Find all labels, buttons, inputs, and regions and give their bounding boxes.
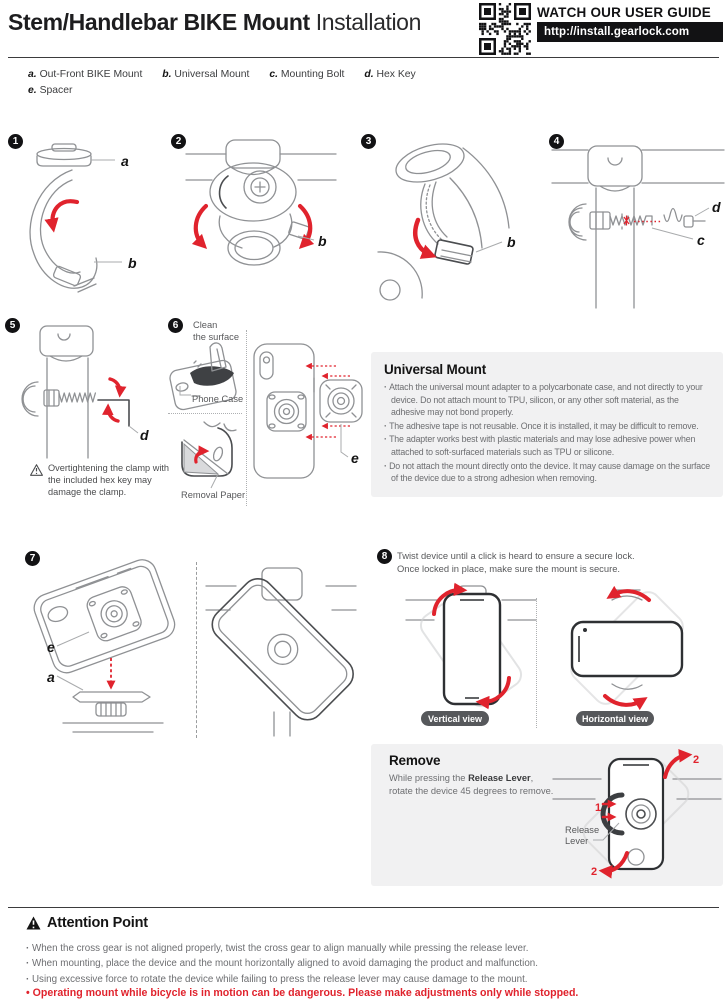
attention-bullets: When the cross gear is not aligned prope… (26, 941, 720, 987)
remove-step-2-number-top: 2 (693, 754, 699, 766)
callout-a: a (121, 153, 129, 169)
release-lever-label-1: Release (565, 825, 599, 835)
parts-legend-line1: a. Out-Front BIKE Mount b. Universal Mou… (28, 67, 508, 83)
parts-legend-line2: e. Spacer (28, 83, 508, 99)
step-8-divider (536, 598, 537, 728)
attention-bullet: When mounting, place the device and the … (26, 956, 720, 971)
attention-bullet: Using excessive force to rotate the devi… (26, 972, 720, 987)
universal-mount-bullets: Attach the universal mount adapter to a … (384, 381, 710, 485)
attention-triangle-icon (26, 916, 41, 930)
step-8-instructions: Twist device until a click is heard to e… (397, 550, 717, 575)
page-title: Stem/Handlebar BIKE Mount Installation (8, 9, 421, 36)
step-3-badge: 3 (361, 134, 376, 149)
attention-heading: Attention Point (26, 915, 148, 931)
qr-code-icon (479, 3, 531, 55)
step-8-badge: 8 (377, 549, 392, 564)
attention-title: Attention Point (47, 915, 148, 931)
callout-b: b (128, 255, 137, 271)
attention-divider (8, 907, 719, 908)
universal-mount-title: Universal Mount (384, 362, 487, 377)
part-a: a. Out-Front BIKE Mount (28, 69, 143, 80)
vertical-view-pill: Vertical view (421, 711, 489, 726)
callout-e: e (47, 639, 55, 655)
step-5-illustration: d (21, 325, 149, 459)
attention-warning: Operating mount while bicycle is in moti… (26, 985, 720, 1000)
step-3-illustration: b (377, 143, 516, 301)
step-5-badge: 5 (5, 318, 20, 333)
um-bullet: Do not attach the mount directly onto th… (384, 460, 710, 485)
step-1-illustration: a b (29, 143, 137, 293)
guide-url-text: http://install.gearlock.com (544, 26, 690, 38)
um-bullet: The adhesive tape is not reusable. Once … (384, 420, 710, 433)
part-d: d. Hex Key (364, 69, 416, 80)
step-6-clean-illustration (169, 342, 237, 411)
attention-bullet: When the cross gear is not aligned prope… (26, 941, 720, 956)
remove-panel: Remove While pressing the Release Lever,… (371, 744, 723, 886)
guide-caption: WATCH OUR USER GUIDE (537, 5, 712, 20)
callout-c: c (697, 232, 705, 248)
phone-case-leader (179, 386, 191, 396)
step-4-badge: 4 (549, 134, 564, 149)
callout-d: d (712, 199, 721, 215)
step-7-divider (196, 562, 197, 738)
remove-step-2-number-bottom: 2 (591, 866, 597, 878)
step-6-mount-illustration: e (253, 343, 363, 479)
step-7-angled-illustration (205, 567, 357, 737)
callout-e: e (351, 450, 359, 466)
release-lever-label-2: Lever (565, 836, 588, 846)
callout-a: a (47, 669, 55, 685)
warning-triangle-icon (30, 464, 43, 476)
um-bullet: Attach the universal mount adapter to a … (384, 381, 710, 419)
page-title-bold: Stem/Handlebar BIKE Mount (8, 9, 310, 35)
page-title-light: Installation (309, 9, 422, 35)
step-2-badge: 2 (171, 134, 186, 149)
step-8-line-2: Once locked in place, make sure the moun… (397, 562, 621, 574)
universal-mount-panel: Universal Mount Attach the universal mou… (371, 352, 723, 497)
clean-surface-label: Clean the surface (193, 320, 239, 342)
removal-paper-label: Removal Paper (181, 490, 246, 500)
step-1-badge: 1 (8, 134, 23, 149)
step-8-line-1: Twist device until a click is heard to e… (397, 550, 635, 561)
step-8-horizontal-illustration (570, 585, 684, 711)
remove-title: Remove (389, 753, 441, 768)
header-divider (8, 57, 719, 58)
part-e: e. Spacer (28, 85, 73, 96)
step-7-attach-illustration: e a (33, 559, 176, 733)
um-bullet: The adapter works best with plastic mate… (384, 433, 710, 458)
parts-legend: a. Out-Front BIKE Mount b. Universal Mou… (28, 67, 508, 99)
overtighten-warning: Overtightening the clamp with the includ… (30, 463, 175, 498)
removal-paper-leader (210, 473, 219, 489)
part-c: c. Mounting Bolt (269, 69, 345, 80)
step-6-vertical-divider (246, 330, 247, 506)
step-6-divider (168, 413, 242, 414)
step-4-illustration: d c (551, 145, 725, 309)
remove-illustration: 1 2 2 Release Lever (552, 749, 722, 879)
remove-step-1-number: 1 (595, 802, 601, 814)
step-6-peel-illustration (181, 421, 237, 477)
overtighten-warning-text: Overtightening the clamp with the includ… (48, 463, 170, 497)
step-8-vertical-illustration (405, 582, 537, 710)
remove-instructions: While pressing the Release Lever, rotate… (389, 773, 554, 796)
part-b: b. Universal Mount (162, 69, 250, 80)
callout-b: b (318, 233, 327, 249)
horizontal-view-pill: Horizontal view (576, 711, 654, 726)
step-2-illustration: b (185, 139, 337, 266)
step-6-badge: 6 (168, 318, 183, 333)
callout-b: b (507, 234, 516, 250)
guide-url-link[interactable]: http://install.gearlock.com (537, 22, 723, 42)
step-7-badge: 7 (25, 551, 40, 566)
phone-case-label: Phone Case (192, 394, 244, 404)
callout-d: d (140, 427, 149, 443)
